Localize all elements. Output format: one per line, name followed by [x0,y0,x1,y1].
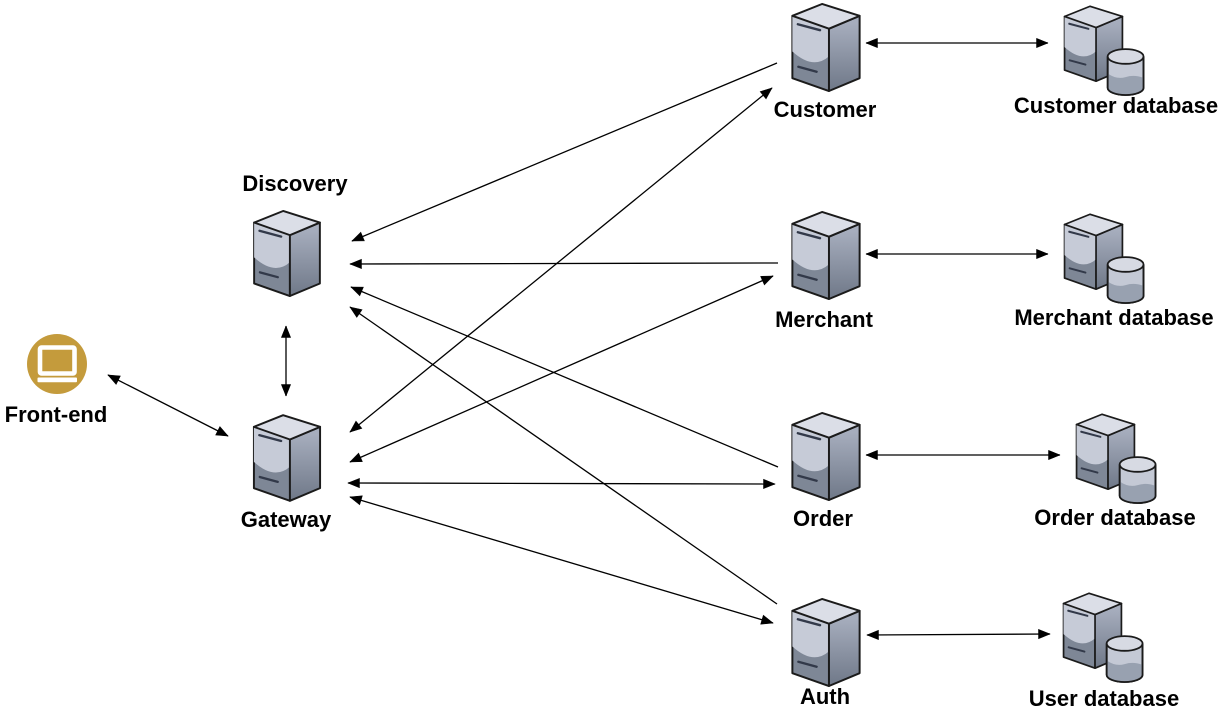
node-label-frontend: Front-end [4,402,108,427]
edge-gateway-merchant [349,275,774,463]
edge-gateway-order [347,477,776,490]
node-label-merchant_db: Merchant database [1014,305,1214,330]
server-icon [252,414,322,502]
laptop-icon [27,334,87,394]
server-database-icon [1062,592,1144,683]
node-label-discovery: Discovery [242,171,348,196]
edge-auth-user_db [866,628,1051,641]
edge-gateway-auth [349,495,774,625]
edge-auth-discovery [349,306,778,605]
node-label-customer_db: Customer database [1013,93,1219,118]
edge-order-discovery [350,286,779,468]
server-icon [791,3,861,92]
node-label-gateway: Gateway [240,507,332,532]
server-database-icon [1075,413,1157,504]
node-label-user_db: User database [1028,686,1180,711]
edge-customer-discovery [351,62,778,242]
node-label-order: Order [793,506,853,531]
node-label-customer: Customer [773,97,877,122]
edge-gateway-customer [349,87,773,433]
node-label-merchant: Merchant [775,307,873,332]
server-icon [791,598,861,687]
edge-merchant-discovery [349,258,779,270]
server-database-icon [1063,5,1145,96]
server-icon [253,210,321,297]
server-icon [791,412,861,501]
node-label-auth: Auth [799,684,851,709]
server-icon [791,211,861,300]
server-database-icon [1063,213,1145,304]
edge-frontend-gateway [107,374,229,437]
node-label-order_db: Order database [1034,505,1196,530]
